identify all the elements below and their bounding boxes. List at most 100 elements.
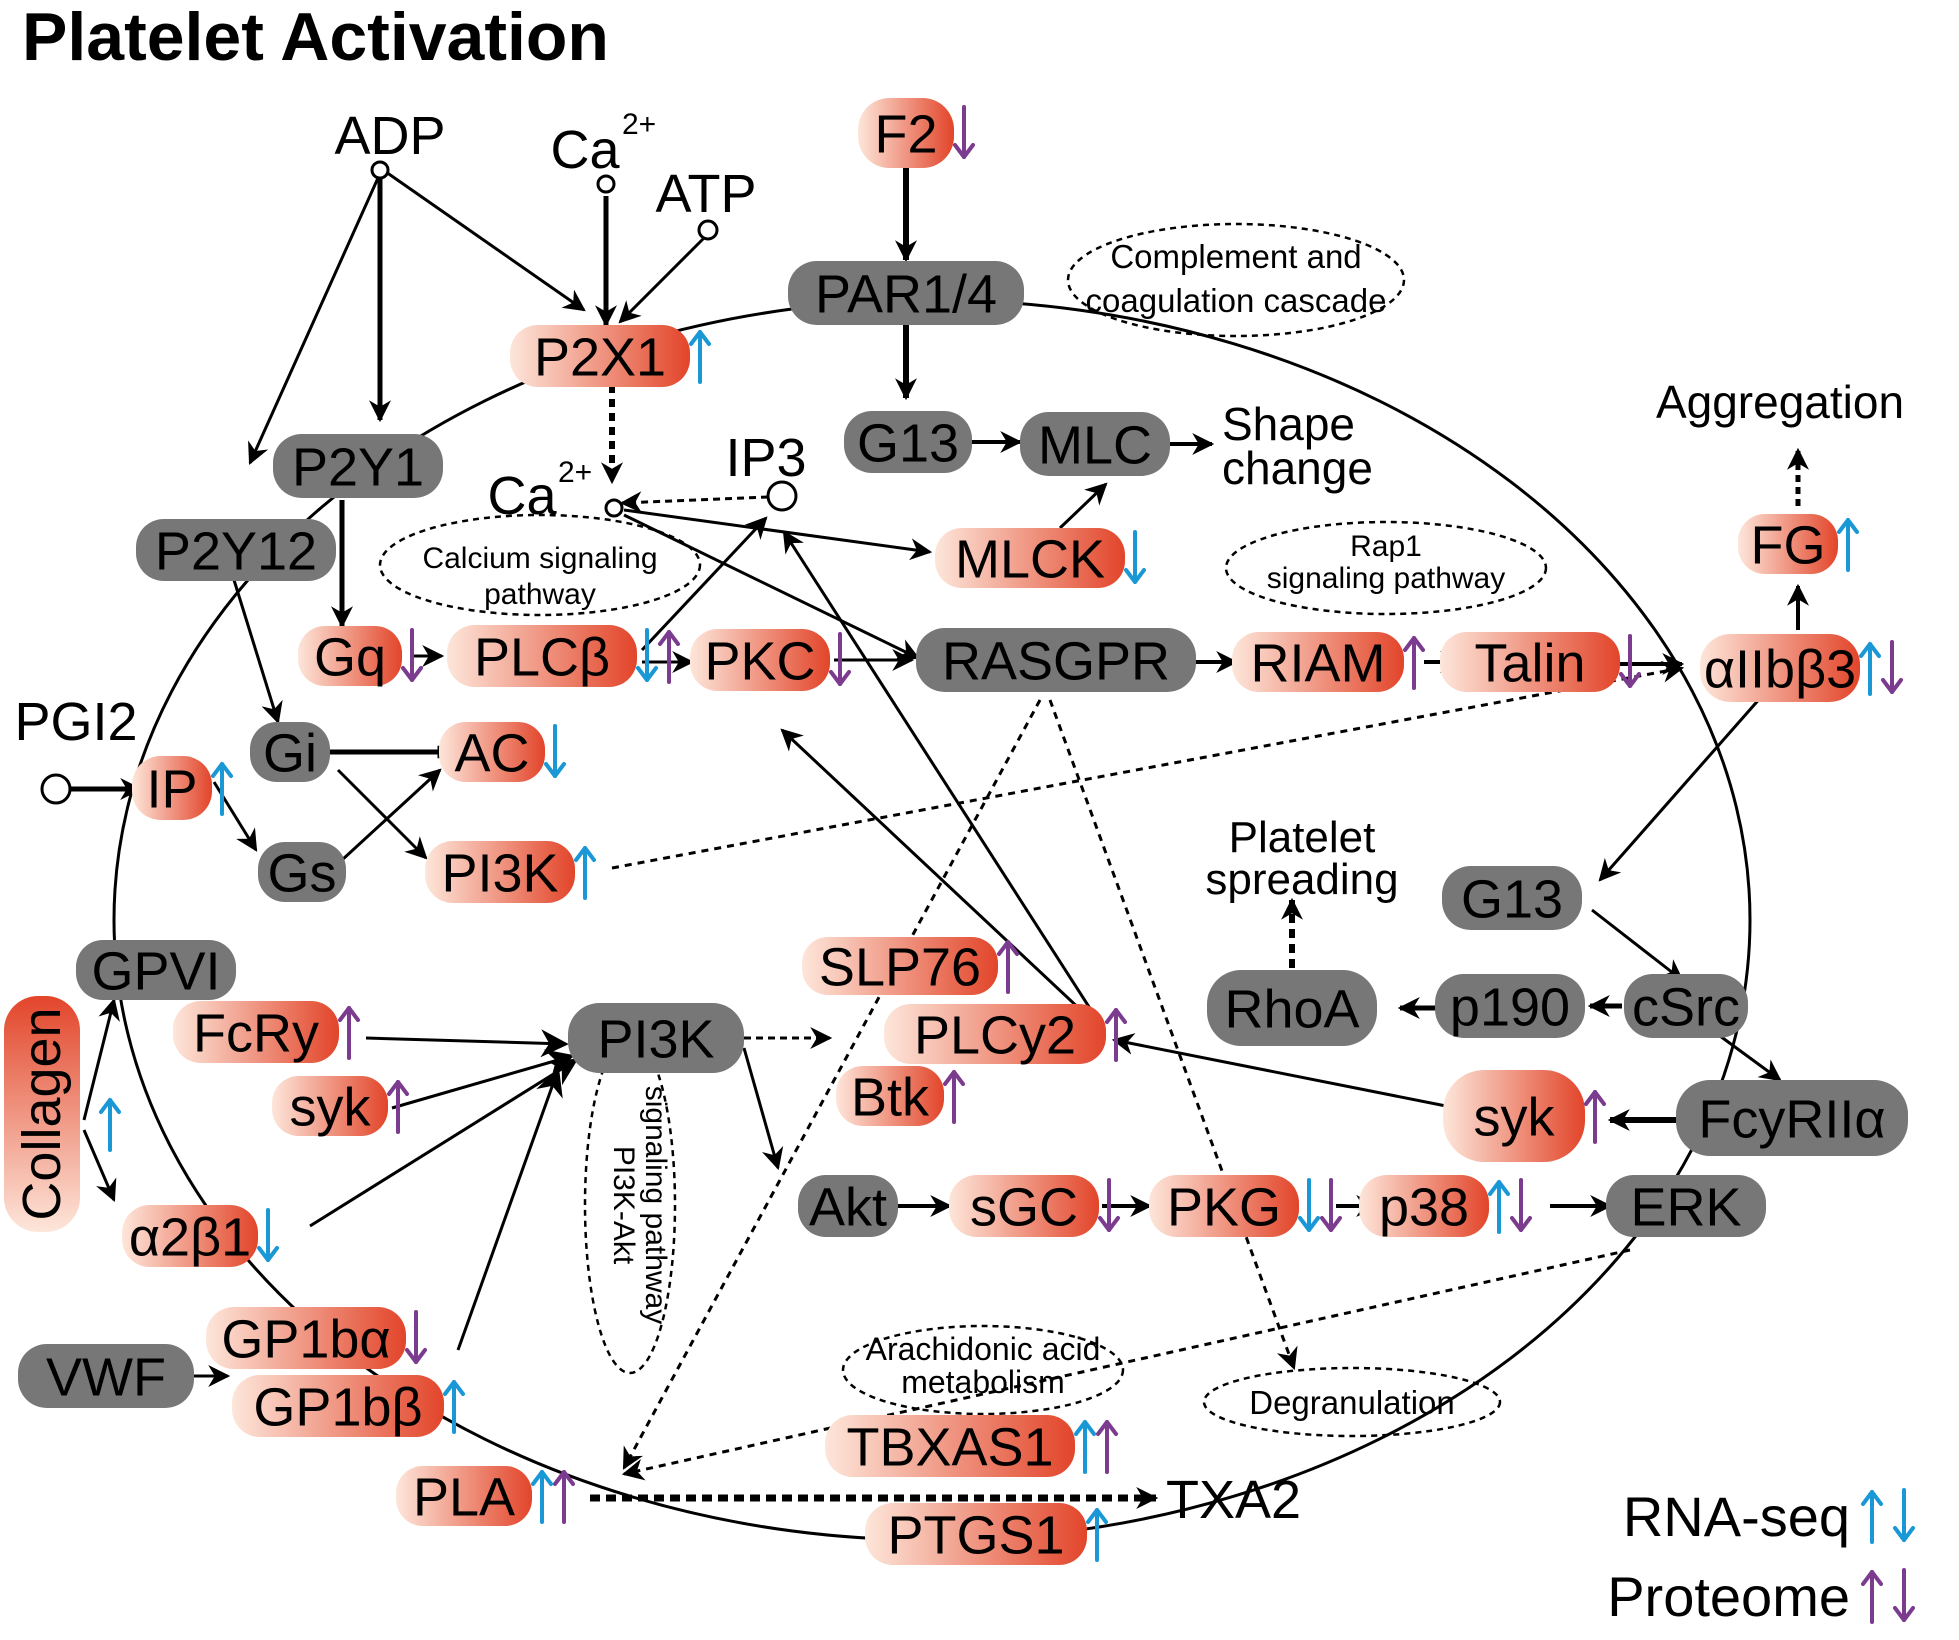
node-erk: ERK bbox=[1606, 1175, 1766, 1237]
node-fcry: FcRy bbox=[173, 1001, 360, 1063]
node-f2-box bbox=[858, 98, 954, 168]
atp-terminal bbox=[697, 219, 719, 241]
node-ip-label: IP bbox=[146, 759, 197, 819]
node-ptgs1: PTGS1 bbox=[865, 1503, 1108, 1565]
node-ac-rna-down-arrow bbox=[544, 724, 566, 778]
node-vwf-box bbox=[18, 1344, 194, 1408]
node-collagen: Collagen bbox=[4, 996, 121, 1232]
node-tbxas1-label: TBXAS1 bbox=[846, 1417, 1053, 1477]
node-syk-right: syk bbox=[1443, 1070, 1606, 1162]
node-slp76-label: SLP76 bbox=[819, 937, 981, 997]
node-gi-box bbox=[250, 722, 330, 782]
node-gp1ba-label: GP1bα bbox=[221, 1309, 390, 1369]
pathway-degranulation-label: Degranulation bbox=[1249, 1384, 1454, 1421]
node-pkg-box bbox=[1149, 1175, 1299, 1237]
pathway-rap1: Rap1 signaling pathway bbox=[1224, 520, 1548, 616]
node-pi3k-small-label: PI3K bbox=[441, 843, 558, 903]
node-par14-label: PAR1/4 bbox=[815, 264, 997, 324]
node-p2x1-rna-up-arrow bbox=[689, 330, 711, 384]
node-collagen-rna-up-arrow bbox=[99, 1098, 121, 1152]
node-riam: RIAM bbox=[1232, 632, 1425, 693]
node-gpvi-box bbox=[76, 940, 236, 1000]
node-p190: p190 bbox=[1435, 974, 1585, 1038]
node-rasgpr-label: RASGPR bbox=[942, 631, 1170, 691]
txa2-label: TXA2 bbox=[1166, 1470, 1301, 1530]
node-plcb: PLCβ bbox=[447, 625, 680, 687]
node-fcyriia: FcyRIIα bbox=[1676, 1080, 1908, 1156]
node-pi3k-small-box bbox=[425, 841, 575, 903]
node-fcyriia-box bbox=[1676, 1080, 1908, 1156]
node-p38-proteome-down-arrow bbox=[1510, 1178, 1532, 1232]
node-syk-right-box bbox=[1443, 1070, 1585, 1162]
node-csrc-box bbox=[1624, 974, 1748, 1038]
ca-mid-terminal bbox=[604, 498, 624, 518]
node-csrc: cSrc bbox=[1624, 974, 1748, 1038]
node-fg-box bbox=[1738, 514, 1838, 574]
pathway-complement: Complement and coagulation cascade bbox=[1066, 222, 1406, 338]
adp-label: ADP bbox=[334, 106, 445, 166]
legend-rna-seq-arrows bbox=[1861, 1488, 1915, 1544]
pathway-complement-line2: coagulation cascade bbox=[1086, 282, 1387, 319]
node-rhoa: RhoA bbox=[1207, 970, 1377, 1046]
pathway-calcium-line1: Calcium signaling bbox=[422, 542, 657, 575]
node-g13-top-label: G13 bbox=[857, 413, 959, 473]
legend-rna-down-arrow bbox=[1893, 1488, 1915, 1542]
node-syk-left-proteome-up-arrow bbox=[387, 1080, 409, 1134]
platelet-spreading-line1: Platelet bbox=[1229, 813, 1376, 862]
node-ptgs1-rna-up-arrow bbox=[1086, 1508, 1108, 1562]
node-p2y1-box bbox=[273, 434, 443, 498]
node-pi3k-big-label: PI3K bbox=[597, 1009, 714, 1069]
node-mlck-box bbox=[935, 528, 1125, 588]
pathway-calcium: Calcium signaling pathway bbox=[378, 513, 702, 617]
node-p2y12-box bbox=[136, 519, 336, 581]
node-ptgs1-label: PTGS1 bbox=[887, 1505, 1064, 1565]
node-pkg: PKG bbox=[1149, 1175, 1342, 1237]
node-sgc-proteome-down-arrow bbox=[1098, 1178, 1120, 1232]
node-gp1ba-box bbox=[206, 1307, 406, 1369]
node-ac: AC bbox=[439, 722, 566, 783]
aggregation-label: Aggregation bbox=[1656, 376, 1904, 428]
node-p2y1: P2Y1 bbox=[273, 434, 443, 498]
node-talin: Talin bbox=[1440, 632, 1641, 693]
shape-change-line1: Shape bbox=[1222, 398, 1355, 450]
node-plcy2: PLCy2 bbox=[884, 1004, 1127, 1065]
node-rhoa-box bbox=[1207, 970, 1377, 1046]
node-csrc-label: cSrc bbox=[1632, 977, 1740, 1037]
node-gp1bb-rna-up-arrow bbox=[443, 1380, 465, 1434]
node-riam-proteome-up-arrow bbox=[1403, 636, 1425, 690]
node-fcry-proteome-up-arrow bbox=[338, 1006, 360, 1060]
node-g13-top-box bbox=[844, 411, 972, 473]
node-pkg-rna-down-arrow bbox=[1298, 1178, 1320, 1232]
node-gi: Gi bbox=[250, 722, 330, 783]
node-pkg-label: PKG bbox=[1167, 1177, 1281, 1237]
node-riam-box bbox=[1232, 632, 1404, 692]
pathway-complement-line1: Complement and bbox=[1110, 238, 1361, 275]
shape-change-line2: change bbox=[1222, 442, 1373, 494]
node-collagen-label: Collagen bbox=[12, 1007, 72, 1220]
node-pi3k-big: PI3K bbox=[568, 1003, 744, 1073]
node-syk-left-box bbox=[272, 1076, 388, 1136]
node-rhoa-label: RhoA bbox=[1224, 979, 1359, 1039]
node-pkc-proteome-down-arrow bbox=[829, 632, 851, 686]
node-erk-label: ERK bbox=[1630, 1177, 1741, 1237]
node-par14: PAR1/4 bbox=[788, 261, 1024, 325]
node-par14-box bbox=[788, 261, 1024, 325]
node-fg: FG bbox=[1738, 514, 1859, 575]
node-tbxas1-rna-up-arrow bbox=[1074, 1420, 1096, 1474]
ca-mid-superscript: 2+ bbox=[558, 456, 592, 489]
node-p38-box bbox=[1359, 1175, 1489, 1237]
node-mlc: MLC bbox=[1020, 412, 1170, 476]
pathway-pi3k-akt: PI3K-Akt signaling pathway bbox=[583, 1035, 677, 1375]
node-btk-label: Btk bbox=[851, 1067, 930, 1127]
node-p2x1-box bbox=[510, 325, 690, 387]
node-ac-label: AC bbox=[454, 723, 529, 783]
node-pkc: PKC bbox=[690, 629, 851, 691]
node-akt-label: Akt bbox=[809, 1177, 887, 1237]
node-ip-rna-up-arrow bbox=[211, 762, 233, 816]
node-plcy2-proteome-up-arrow bbox=[1105, 1008, 1127, 1062]
node-talin-box bbox=[1440, 632, 1620, 692]
node-pi3k-small: PI3K bbox=[425, 841, 596, 903]
node-gq: Gq bbox=[298, 626, 423, 687]
node-plcb-box bbox=[447, 625, 637, 687]
pathway-calcium-line2: pathway bbox=[484, 578, 596, 611]
